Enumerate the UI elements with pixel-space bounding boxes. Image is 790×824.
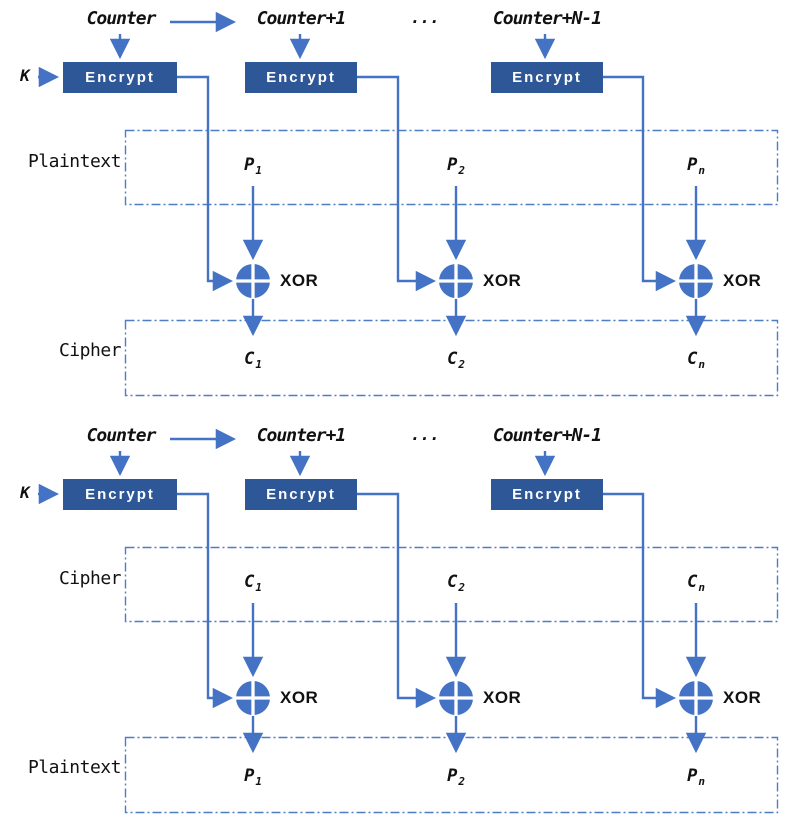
block-subscript: n	[698, 164, 705, 177]
block-letter: C	[687, 572, 698, 592]
xor-label: XOR	[483, 688, 522, 707]
xor-label: XOR	[723, 271, 762, 290]
cipher-band-border	[124, 546, 779, 623]
keystream-connector	[357, 492, 437, 709]
plaintext-block-label: P1	[221, 766, 285, 788]
counter-plus1-label: Counter+1	[256, 8, 347, 29]
xor-icon	[439, 681, 473, 715]
ellipsis-label: ...	[410, 425, 440, 444]
xor-icon	[679, 681, 713, 715]
block-subscript: 2	[458, 164, 465, 177]
keystream-connector	[603, 75, 677, 292]
block-subscript: 1	[255, 775, 262, 788]
block-letter: C	[687, 349, 698, 369]
encrypt-box: Encrypt	[245, 479, 357, 510]
block-letter: P	[244, 155, 255, 175]
block-subscript: 2	[458, 358, 465, 371]
keystream-connector	[177, 75, 234, 292]
counter-plusN-label: Counter+N-1	[492, 8, 602, 29]
cipher-band-label: Cipher	[58, 568, 122, 589]
block-letter: P	[687, 766, 698, 786]
cipher-block-label: C1	[221, 572, 285, 594]
key-label: K	[20, 66, 30, 85]
encrypt-box: Encrypt	[491, 479, 603, 510]
plaintext-block-label: P2	[424, 766, 488, 788]
block-subscript: 2	[458, 775, 465, 788]
block-subscript: n	[698, 775, 705, 788]
block-letter: C	[244, 349, 255, 369]
plaintext-block-label: P2	[424, 155, 488, 177]
encrypt-box: Encrypt	[63, 62, 177, 93]
plaintext-block-label: P1	[221, 155, 285, 177]
cipher-block-label: C2	[424, 572, 488, 594]
connector-lines	[38, 428, 707, 754]
keystream-connector	[357, 75, 437, 292]
xor-label: XOR	[723, 688, 762, 707]
plaintext-block-label: Pn	[664, 766, 728, 788]
plaintext-band-label: Plaintext	[27, 151, 122, 172]
block-letter: P	[244, 766, 255, 786]
block-subscript: n	[698, 581, 705, 594]
xor-icon	[439, 264, 473, 298]
xor-icon	[236, 681, 270, 715]
xor-label: XOR	[280, 271, 319, 290]
counter-plus1-label: Counter+1	[256, 425, 347, 446]
connector-lines	[38, 11, 707, 337]
ctr-decryption-diagram: Counter Counter+1 ... Counter+N-1 K Encr…	[0, 417, 790, 824]
key-label: K	[20, 483, 30, 502]
xor-icon	[679, 264, 713, 298]
plaintext-block-label: Pn	[664, 155, 728, 177]
cipher-block-label: C1	[221, 349, 285, 371]
ellipsis-label: ...	[410, 8, 440, 27]
cipher-band-label: Cipher	[58, 340, 122, 361]
ctr-encryption-diagram: Counter Counter+1 ... Counter+N-1 K Encr…	[0, 0, 790, 407]
block-subscript: 1	[255, 358, 262, 371]
decryption-connectors-svg	[38, 428, 779, 814]
encrypt-box: Encrypt	[63, 479, 177, 510]
counter-plusN-label: Counter+N-1	[492, 425, 602, 446]
block-letter: P	[687, 155, 698, 175]
block-letter: P	[447, 155, 458, 175]
cipher-block-label: Cn	[664, 349, 728, 371]
block-letter: C	[244, 572, 255, 592]
block-subscript: 1	[255, 581, 262, 594]
xor-label: XOR	[483, 271, 522, 290]
block-letter: P	[447, 766, 458, 786]
block-subscript: n	[698, 358, 705, 371]
keystream-connector	[177, 492, 234, 709]
xor-label: XOR	[280, 688, 319, 707]
cipher-block-label: C2	[424, 349, 488, 371]
block-letter: C	[447, 572, 458, 592]
counter-label: Counter	[86, 8, 157, 29]
block-subscript: 1	[255, 164, 262, 177]
counter-label: Counter	[86, 425, 157, 446]
plaintext-band-label: Plaintext	[27, 757, 122, 778]
keystream-connector	[603, 492, 677, 709]
encrypt-box: Encrypt	[491, 62, 603, 93]
encrypt-box: Encrypt	[245, 62, 357, 93]
xor-icon	[236, 264, 270, 298]
cipher-block-label: Cn	[664, 572, 728, 594]
block-letter: C	[447, 349, 458, 369]
encryption-connectors-svg	[38, 11, 779, 397]
block-subscript: 2	[458, 581, 465, 594]
plaintext-band-border	[124, 129, 779, 206]
